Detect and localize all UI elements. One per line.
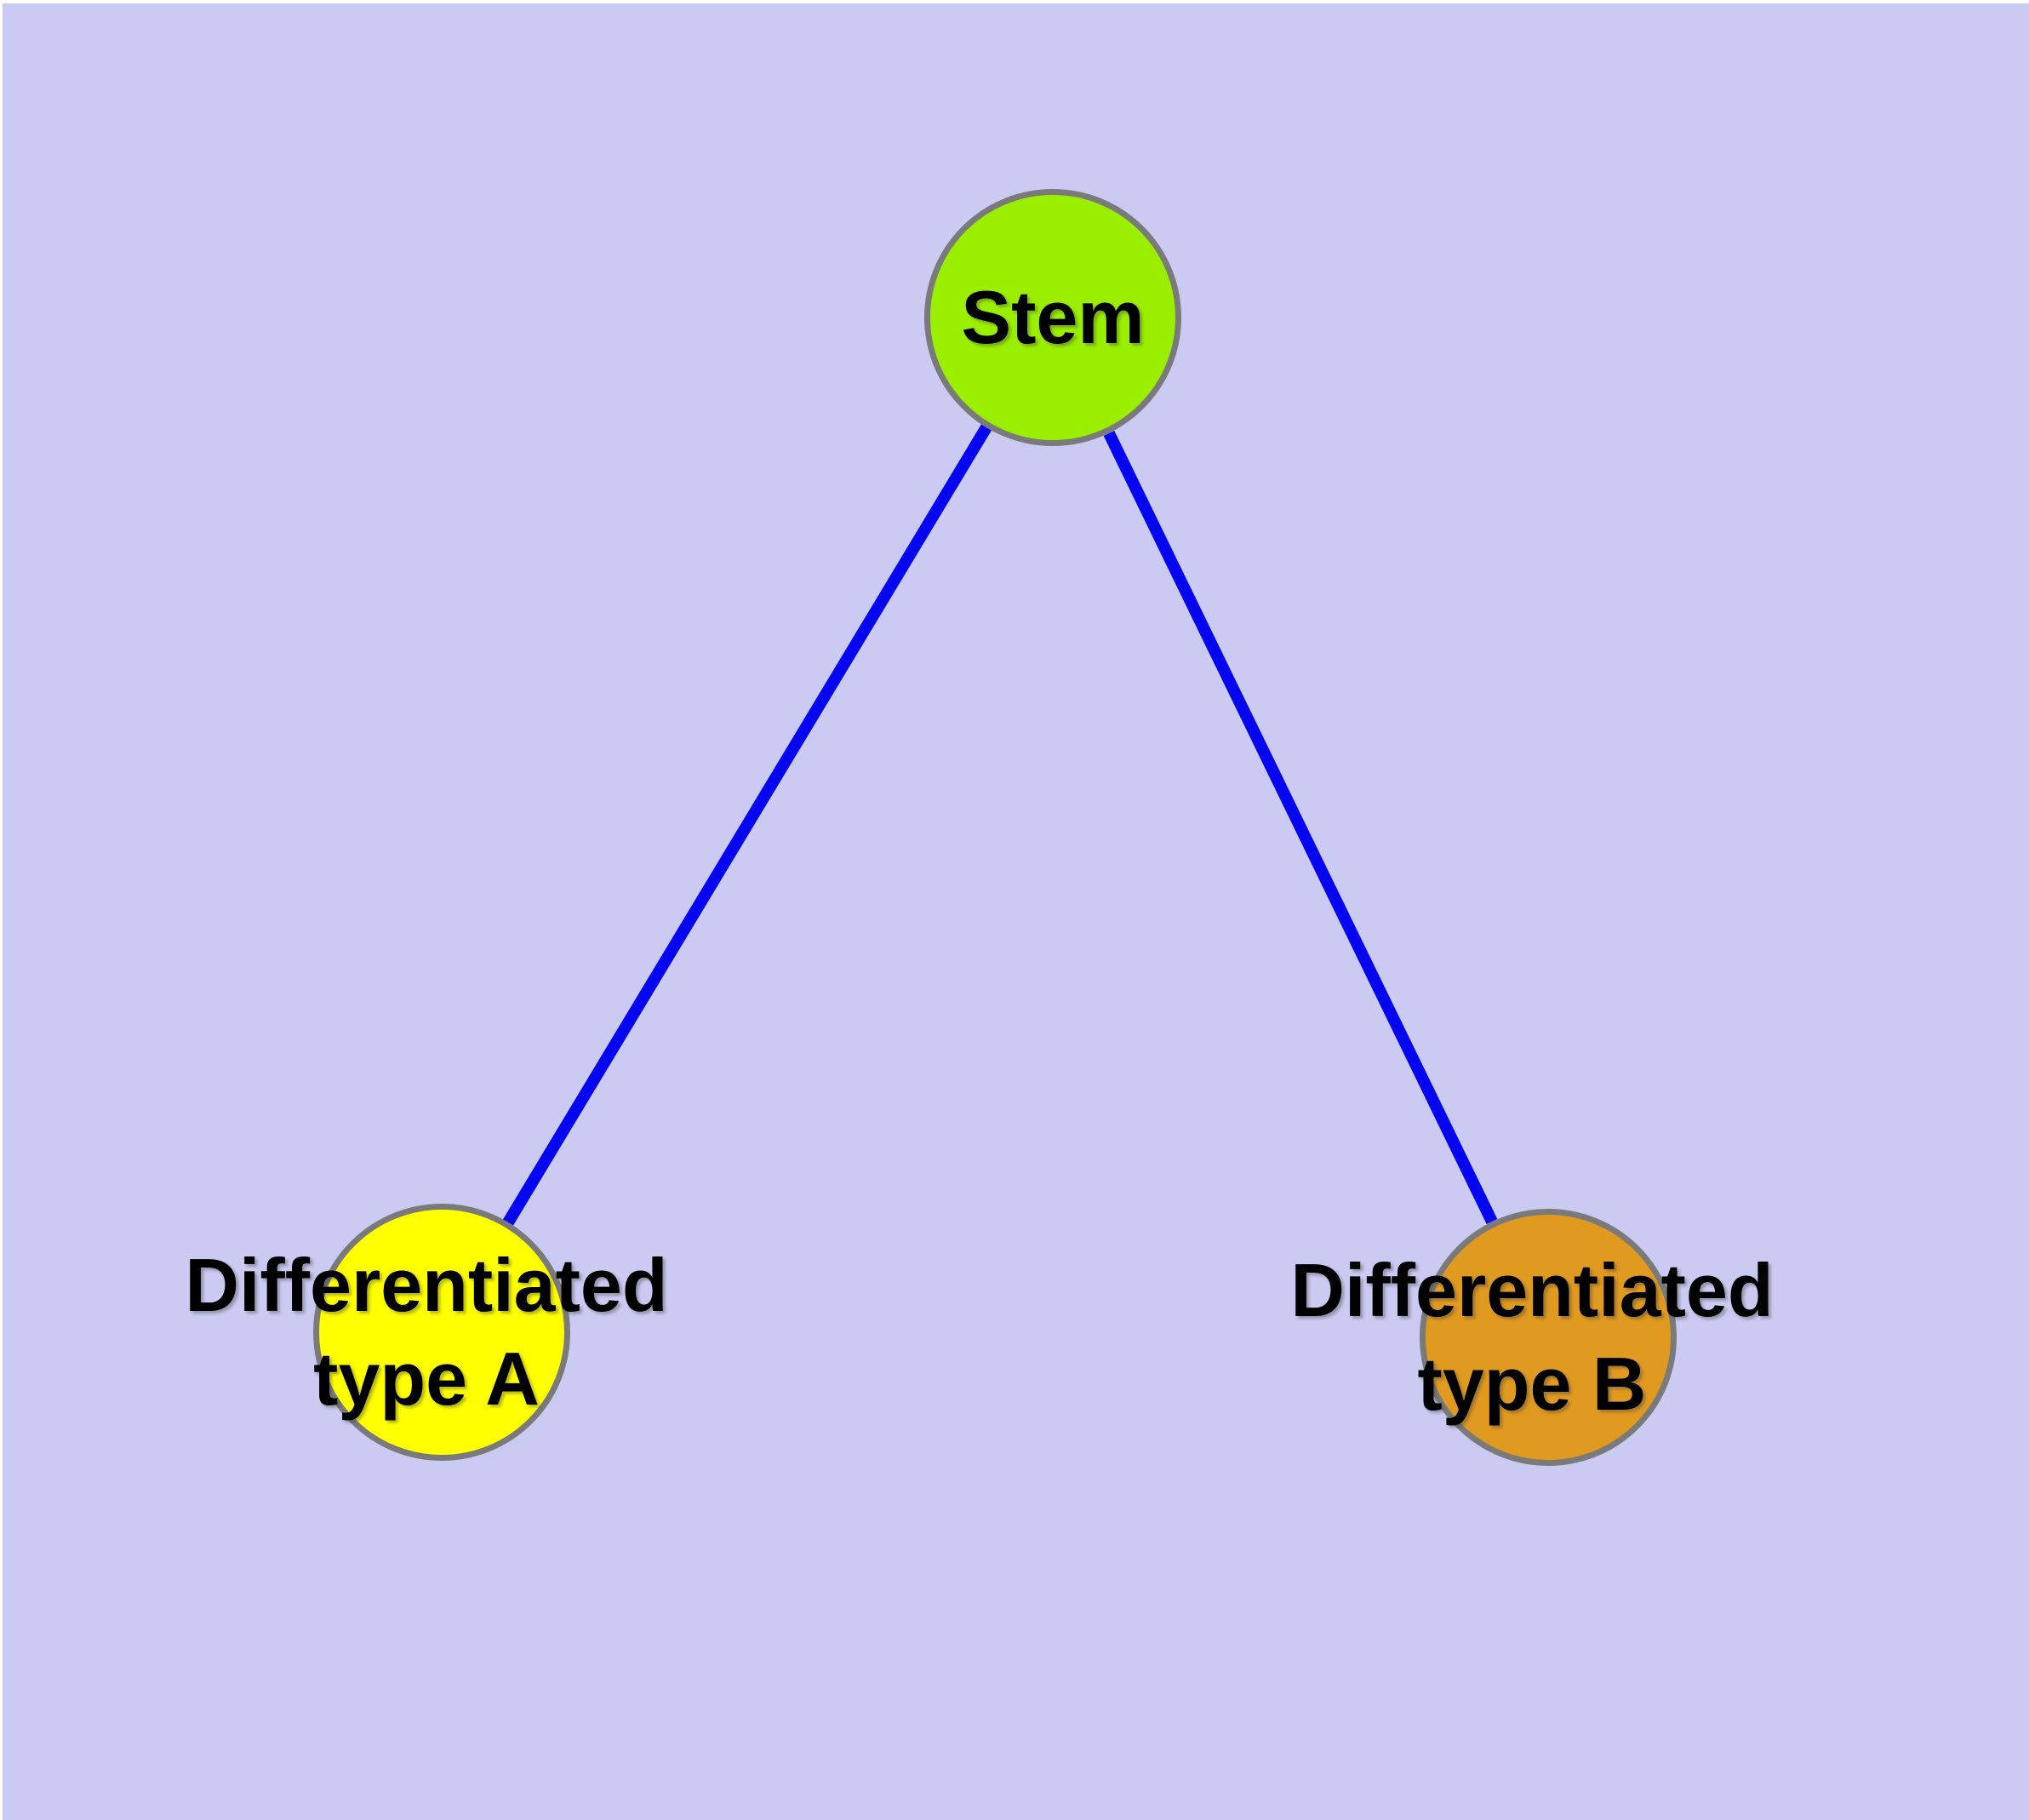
edge-stem-to-type-a xyxy=(503,424,992,1226)
canvas-top-edge-highlight xyxy=(0,0,2029,3)
edge-stem-to-type-b xyxy=(1103,430,1498,1225)
node-type-a-circle xyxy=(313,1204,570,1461)
node-type-a-label: Differentiated type A xyxy=(185,1243,668,1421)
node-type-b-label: Differentiated type B xyxy=(1290,1248,1774,1426)
node-stem-label: Stem xyxy=(961,275,1145,359)
canvas-left-edge-highlight xyxy=(0,0,3,1820)
node-stem-circle xyxy=(924,189,1181,446)
node-type-b-circle xyxy=(1420,1209,1677,1466)
